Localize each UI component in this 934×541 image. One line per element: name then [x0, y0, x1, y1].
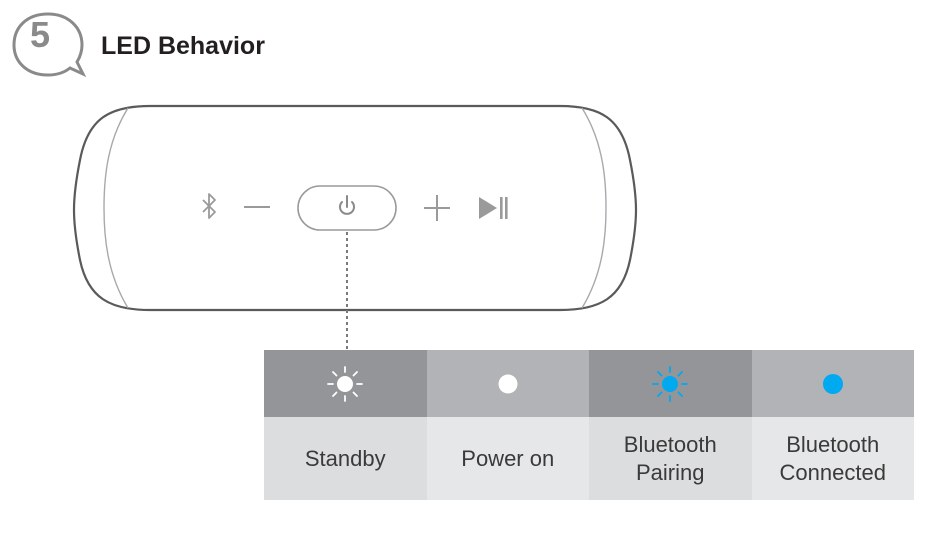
led-flashing-white-icon — [327, 365, 364, 402]
step-number: 5 — [29, 14, 51, 55]
led-indicator-standby — [264, 350, 427, 417]
led-label-power-on: Power on — [426, 417, 589, 500]
speaker-right-cap — [581, 107, 607, 309]
play-pause-icon — [479, 197, 508, 219]
led-label-text: Bluetooth Pairing — [623, 431, 717, 485]
step-badge — [12, 12, 87, 78]
led-solid-blue-icon — [822, 373, 843, 394]
plus-icon — [424, 195, 450, 221]
led-flashing-blue-icon — [652, 365, 689, 402]
led-label-bluetooth-connected: Bluetooth Connected — [751, 417, 914, 500]
power-icon — [339, 195, 355, 215]
led-label-standby: Standby — [264, 417, 427, 500]
led-behavior-table: Standby Power on Bluetooth Pairing Bluet… — [264, 350, 914, 500]
led-label-bluetooth-pairing: Bluetooth Pairing — [589, 417, 752, 500]
led-label-text: Bluetooth Connected — [779, 431, 886, 485]
led-solid-white-icon — [498, 374, 518, 393]
speaker-left-cap — [103, 107, 129, 309]
speaker-illustration — [72, 104, 638, 350]
led-indicator-bluetooth-pairing — [589, 350, 752, 417]
led-label-text: Standby — [304, 445, 386, 471]
led-indicator-power-on — [426, 350, 589, 417]
section-title: LED Behavior — [101, 32, 265, 60]
led-indicator-bluetooth-connected — [751, 350, 914, 417]
led-label-text: Power on — [461, 445, 555, 471]
bluetooth-icon — [202, 193, 216, 219]
speaker-body — [72, 104, 638, 312]
